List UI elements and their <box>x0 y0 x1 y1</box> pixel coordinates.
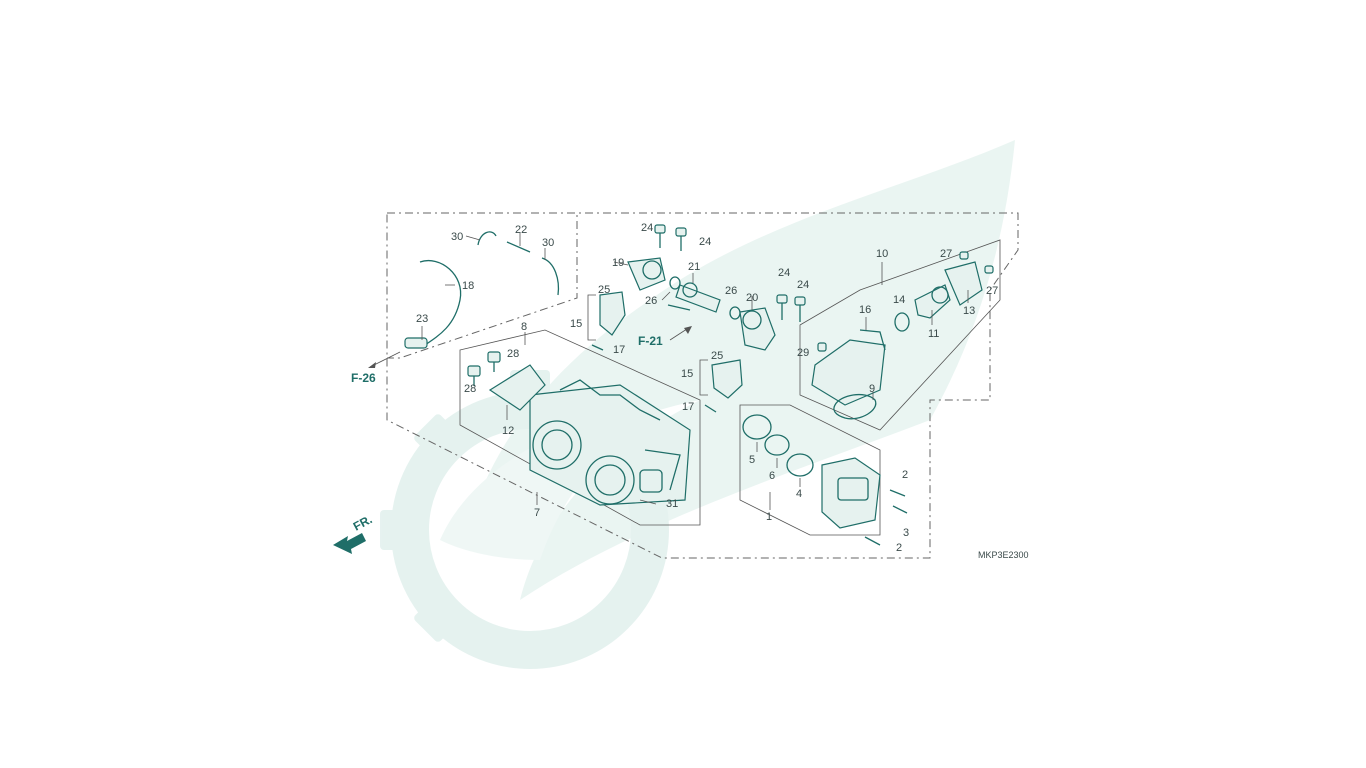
label-16: 16 <box>859 304 871 316</box>
screw-27b <box>984 265 994 274</box>
injector-bracket-15b <box>699 359 708 396</box>
actuator-11 <box>914 284 951 319</box>
part-labels: 1 2 2 3 4 5 6 7 8 9 10 11 12 13 14 15 15… <box>416 222 998 554</box>
diagram-code: MKP3E2300 <box>978 550 1029 560</box>
label-25b: 25 <box>711 350 723 362</box>
label-28b: 28 <box>464 383 476 395</box>
ref-arrow-f21 <box>669 326 692 341</box>
bracket-13 <box>944 261 983 306</box>
label-7: 7 <box>534 507 540 519</box>
label-24c: 24 <box>778 267 790 279</box>
injector-15b <box>711 359 743 399</box>
label-30b: 30 <box>542 237 554 249</box>
injector-15a <box>599 291 626 336</box>
bolt-24d <box>794 296 806 322</box>
label-15a: 15 <box>570 318 582 330</box>
bracket-12 <box>488 364 546 411</box>
idle-valve-box <box>799 239 1001 431</box>
label-15b: 15 <box>681 368 693 380</box>
label-29: 29 <box>797 347 809 359</box>
bolt-2a <box>889 489 906 497</box>
injector-bracket-15a <box>587 294 596 341</box>
tube-22 <box>506 241 531 253</box>
label-22: 22 <box>515 224 527 236</box>
label-21: 21 <box>688 261 700 273</box>
hose-group-boundary <box>387 212 578 359</box>
seal-6 <box>764 434 790 456</box>
label-4: 4 <box>796 488 802 500</box>
leader-lines <box>421 233 969 510</box>
sensor-box <box>739 404 881 536</box>
label-24a: 24 <box>641 222 653 234</box>
throttle-body-7 <box>529 379 691 506</box>
injector-19 <box>627 257 666 291</box>
fitting-23 <box>404 337 428 349</box>
fuel-rail-21 <box>667 282 721 313</box>
hose-30-right <box>541 257 560 296</box>
label-31: 31 <box>666 498 678 510</box>
bolt-2b <box>864 536 881 546</box>
label-18: 18 <box>462 280 474 292</box>
label-17a: 17 <box>613 344 625 356</box>
label-26b: 26 <box>725 285 737 297</box>
label-23: 23 <box>416 313 428 325</box>
valve-body-16 <box>811 329 886 406</box>
bolt-24a <box>654 224 666 248</box>
label-13: 13 <box>963 305 975 317</box>
label-28a: 28 <box>507 348 519 360</box>
ref-f26: F-26 <box>351 371 376 385</box>
sensor-unit <box>821 457 881 529</box>
label-2a: 2 <box>902 469 908 481</box>
hose-30-left <box>477 231 497 246</box>
throttle-body-box <box>459 329 701 526</box>
label-27a: 27 <box>940 248 952 260</box>
label-6: 6 <box>769 470 775 482</box>
screw-27a <box>959 251 969 260</box>
label-12: 12 <box>502 425 514 437</box>
label-10: 10 <box>876 248 888 260</box>
oring-26a <box>669 276 681 290</box>
ref-arrow-f26 <box>368 351 401 368</box>
oring-14 <box>894 312 910 332</box>
label-20: 20 <box>746 292 758 304</box>
label-27b: 27 <box>986 285 998 297</box>
label-17b: 17 <box>682 401 694 413</box>
gasket-9 <box>833 393 877 420</box>
label-11: 11 <box>928 328 939 340</box>
label-9: 9 <box>869 383 875 395</box>
bolt-3 <box>892 505 908 514</box>
screw-29 <box>817 342 827 352</box>
pin-17a <box>591 344 604 351</box>
front-marker-label: FR. <box>351 512 375 533</box>
label-5: 5 <box>749 454 755 466</box>
hose-18 <box>419 259 462 346</box>
label-25a: 25 <box>598 284 610 296</box>
label-3: 3 <box>903 527 909 539</box>
bolt-24b <box>675 227 687 251</box>
pressure-regulator-20 <box>739 307 776 351</box>
bolt-24c <box>776 294 788 320</box>
ref-f21: F-21 <box>638 334 663 348</box>
assembly-boundary <box>386 212 1019 559</box>
label-19: 19 <box>612 257 624 269</box>
label-26a: 26 <box>645 295 657 307</box>
label-1: 1 <box>766 511 772 523</box>
label-8: 8 <box>521 321 527 333</box>
label-24b: 24 <box>699 236 711 248</box>
watermark-logo <box>380 140 1015 669</box>
label-2b: 2 <box>896 542 902 554</box>
front-arrow-icon <box>333 533 366 554</box>
bolt-28a <box>487 351 501 372</box>
label-24d: 24 <box>797 279 809 291</box>
label-14: 14 <box>893 294 905 306</box>
pin-17b <box>704 404 717 413</box>
gasket-4 <box>786 453 814 477</box>
seal-5 <box>742 414 772 440</box>
label-30a: 30 <box>451 231 463 243</box>
bolt-28b <box>467 365 481 386</box>
